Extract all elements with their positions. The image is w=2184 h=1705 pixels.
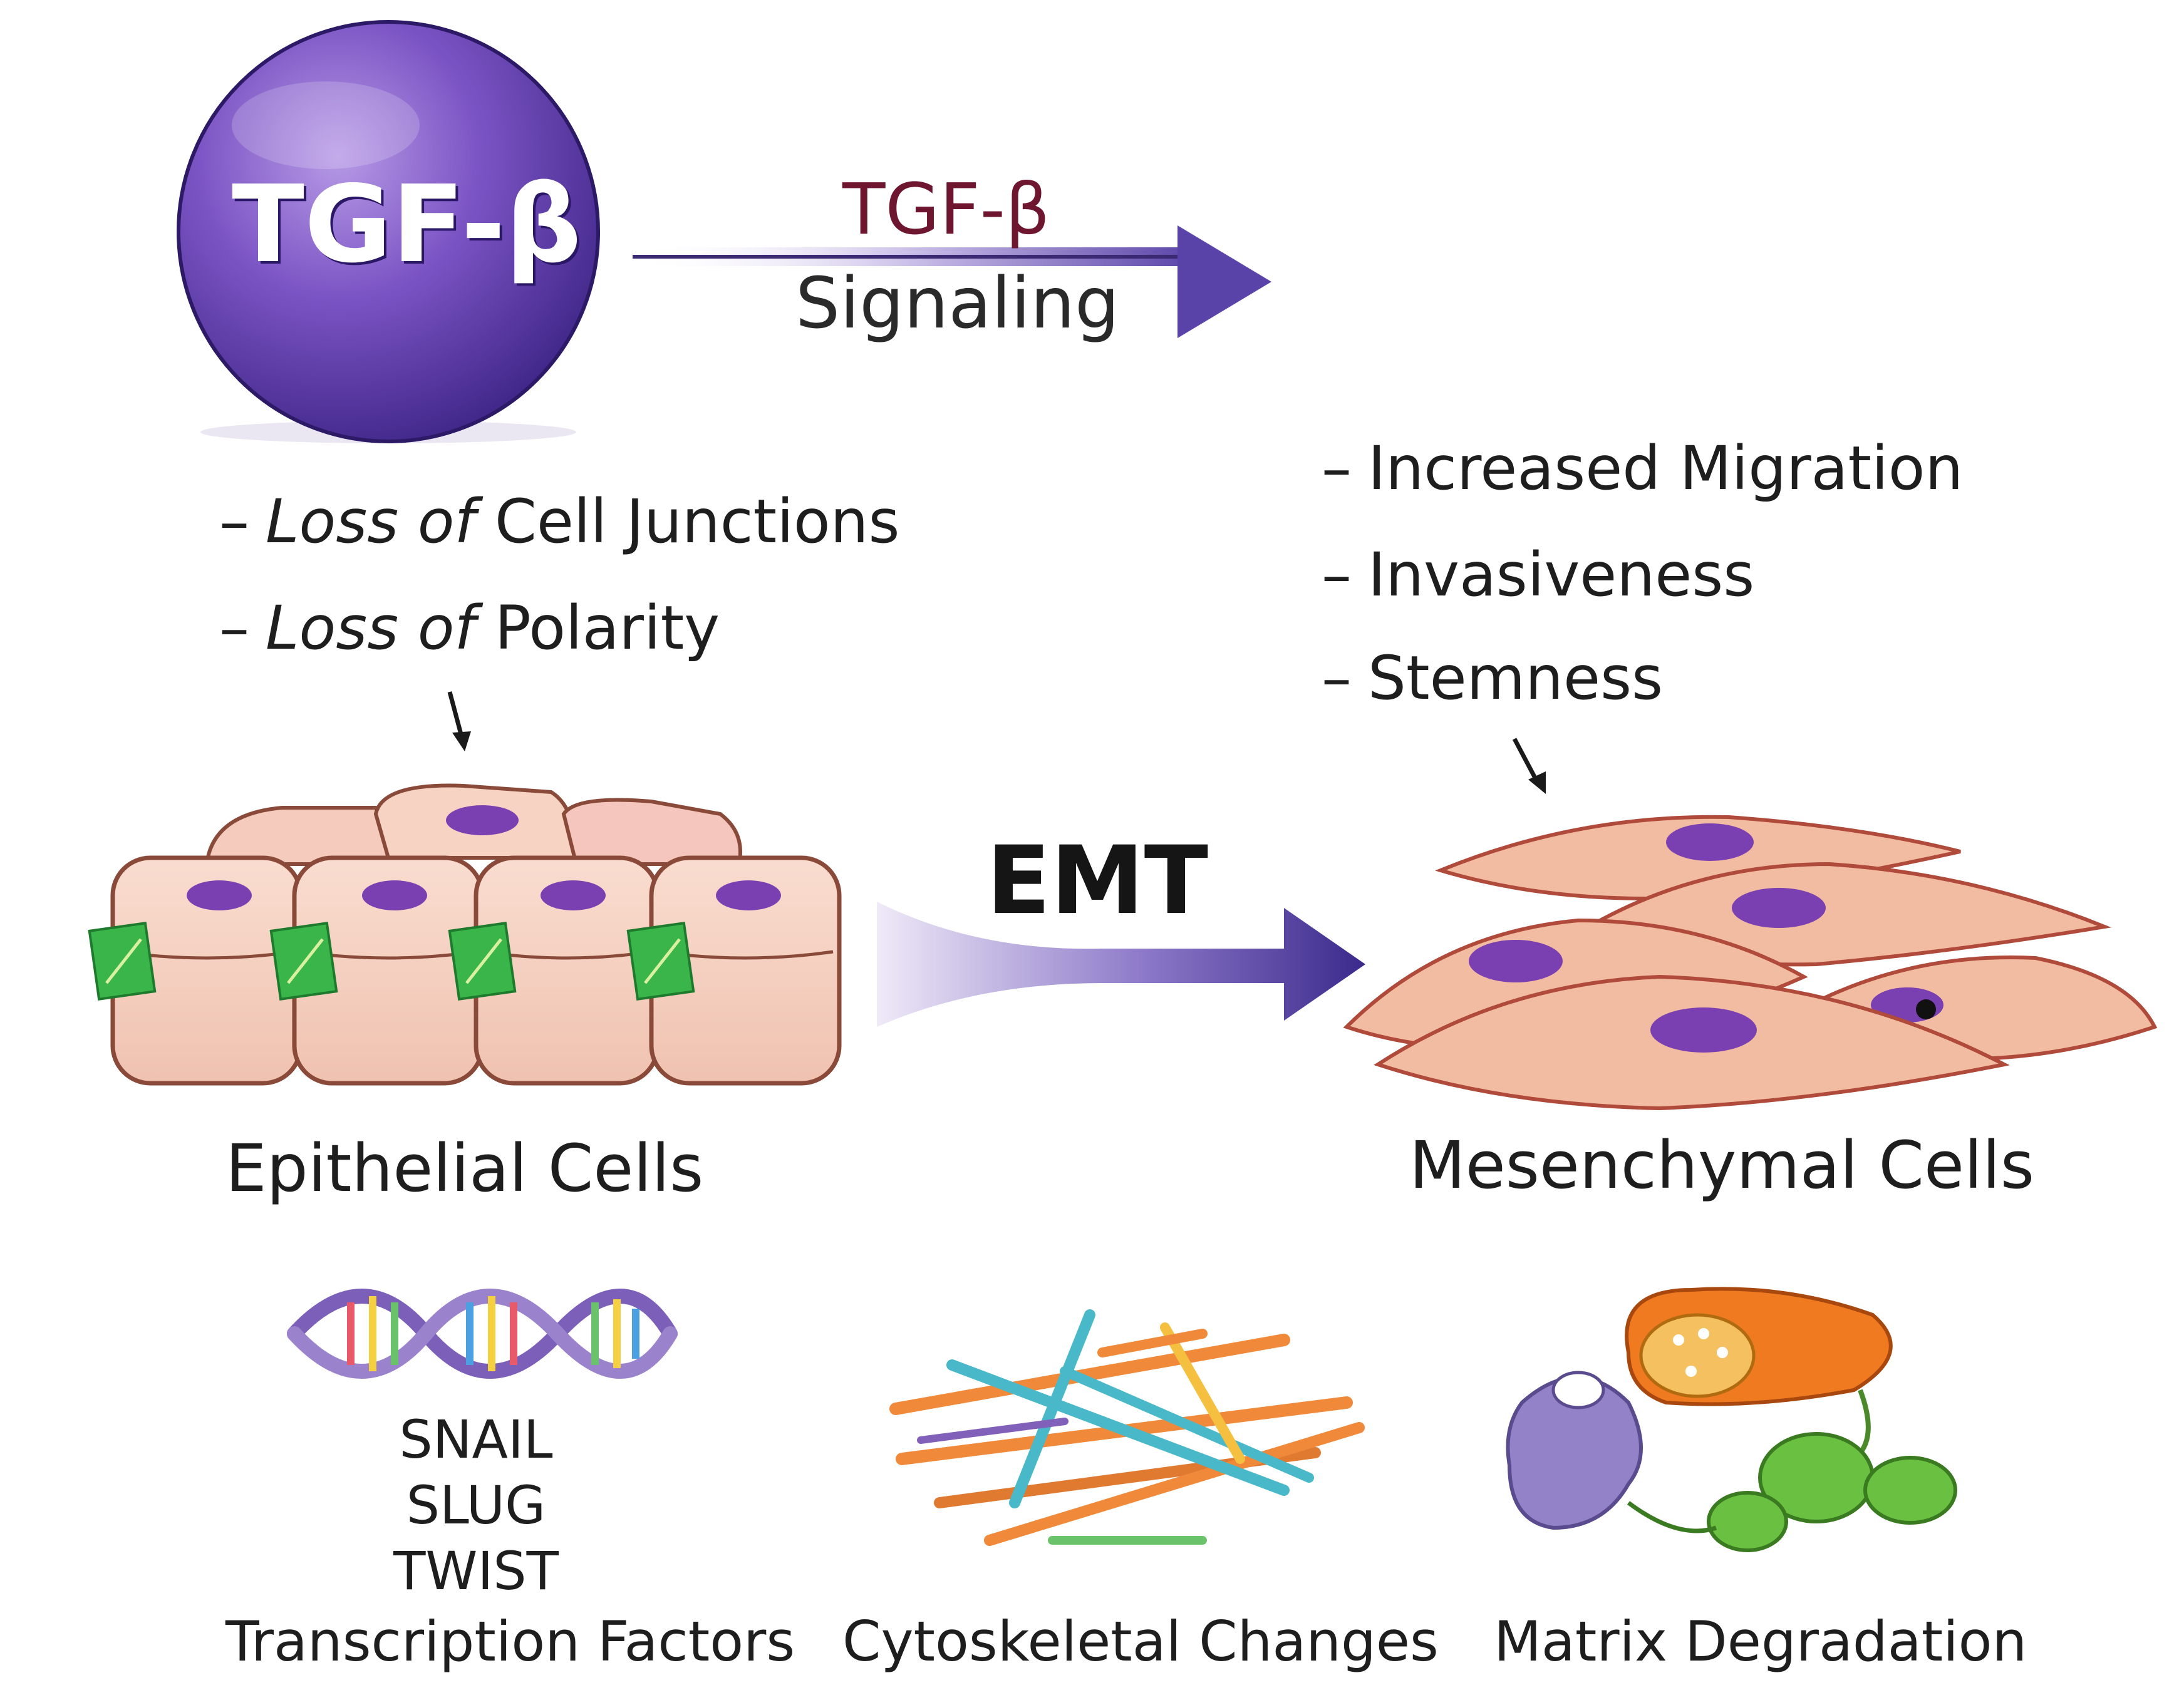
mesenchymal-bullet-stemness: –Stemness (1322, 648, 1663, 708)
cytoskeletal-changes-label: Cytoskeletal Changes (842, 1609, 1439, 1674)
bullet-dash: – (219, 593, 249, 663)
signaling-label-line1: TGF-β (842, 169, 1050, 250)
signaling-arrow-icon (633, 225, 1271, 338)
epithelial-bullet-junctions: –Loss of Cell Junctions (219, 492, 899, 552)
matrix-degradation-label: Matrix Degradation (1494, 1609, 2027, 1674)
mesenchymal-bullet-invasiveness: –Invasiveness (1322, 545, 1754, 605)
transcription-factor-snail: SNAIL (399, 1409, 553, 1470)
bullet-dash: – (1322, 540, 1352, 610)
cell-junction-icon (269, 922, 338, 1001)
bullet-italic: Loss of (266, 487, 476, 557)
bullet-dash: – (1322, 433, 1352, 503)
mesenchymal-pointer-icon (1512, 738, 1546, 794)
epithelial-bullet-polarity: –Loss of Polarity (219, 598, 720, 658)
bullet-italic: Loss of (266, 593, 476, 663)
transcription-factor-twist: TWIST (393, 1540, 559, 1602)
cell-junction-icon (88, 922, 157, 1001)
bullet-text: Invasiveness (1368, 540, 1755, 610)
tgf-beta-ball-label: TGF-β (232, 163, 582, 287)
epithelial-cells-label: Epithelial Cells (225, 1130, 704, 1207)
bullet-text: Cell Junctions (494, 487, 900, 557)
emt-label: EMT (986, 827, 1209, 935)
bullet-text: Increased Migration (1368, 433, 1964, 503)
transcription-factors-label: Transcription Factors (225, 1609, 795, 1674)
mesenchymal-cells-icon (1343, 815, 2158, 1111)
matrix-degradation-icon (1506, 1287, 1957, 1552)
dna-helix-icon (287, 1289, 678, 1379)
transcription-factor-slug: SLUG (406, 1475, 546, 1536)
cytoskeleton-filaments-icon (889, 1309, 1365, 1546)
cell-junction-icon (626, 922, 695, 1001)
emt-arrow-icon (877, 902, 1365, 1027)
epithelial-cells-icon (88, 783, 842, 1086)
epithelial-pointer-icon (447, 691, 471, 751)
tgf-beta-ball-icon (177, 20, 600, 443)
bullet-dash: – (219, 487, 249, 557)
cell-junction-icon (448, 922, 517, 1001)
mesenchymal-bullet-migration: –Increased Migration (1322, 438, 1963, 498)
signaling-label-line2: Signaling (795, 263, 1120, 344)
mesenchymal-cells-label: Mesenchymal Cells (1409, 1127, 2035, 1203)
bullet-text: Stemness (1368, 643, 1664, 713)
bullet-dash: – (1322, 643, 1352, 713)
bullet-text: Polarity (494, 593, 720, 663)
